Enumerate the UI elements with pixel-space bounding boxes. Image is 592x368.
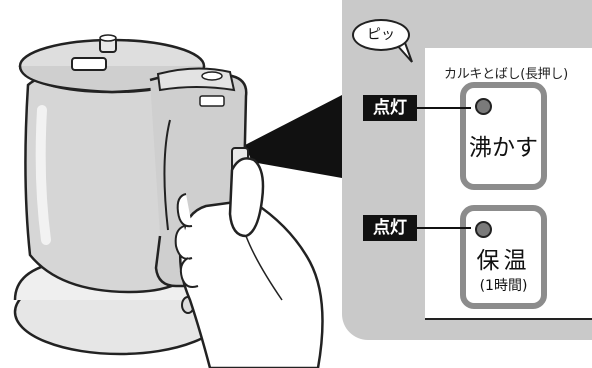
keep-warm-duration-label: (1時間) — [479, 278, 528, 294]
boil-indicator-lamp — [475, 98, 492, 115]
boil-button: 沸かす — [460, 82, 547, 190]
lit-label-keep-warm: 点灯 — [363, 215, 417, 241]
beep-speech-bubble: ピッ — [352, 19, 410, 51]
indicator-leader-line — [417, 107, 471, 109]
keep-warm-button-label: 保温 — [476, 248, 531, 274]
boil-button-label: 沸かす — [469, 135, 538, 161]
zoom-wedge — [245, 95, 342, 178]
indicator-leader-line — [417, 227, 471, 229]
keep-warm-indicator-lamp — [475, 221, 492, 238]
lit-label-boil: 点灯 — [363, 95, 417, 121]
descaling-long-press-label: カルキとばし(長押し) — [444, 67, 568, 82]
hand — [174, 157, 324, 368]
keep-warm-button: 保温 (1時間) — [460, 205, 547, 309]
